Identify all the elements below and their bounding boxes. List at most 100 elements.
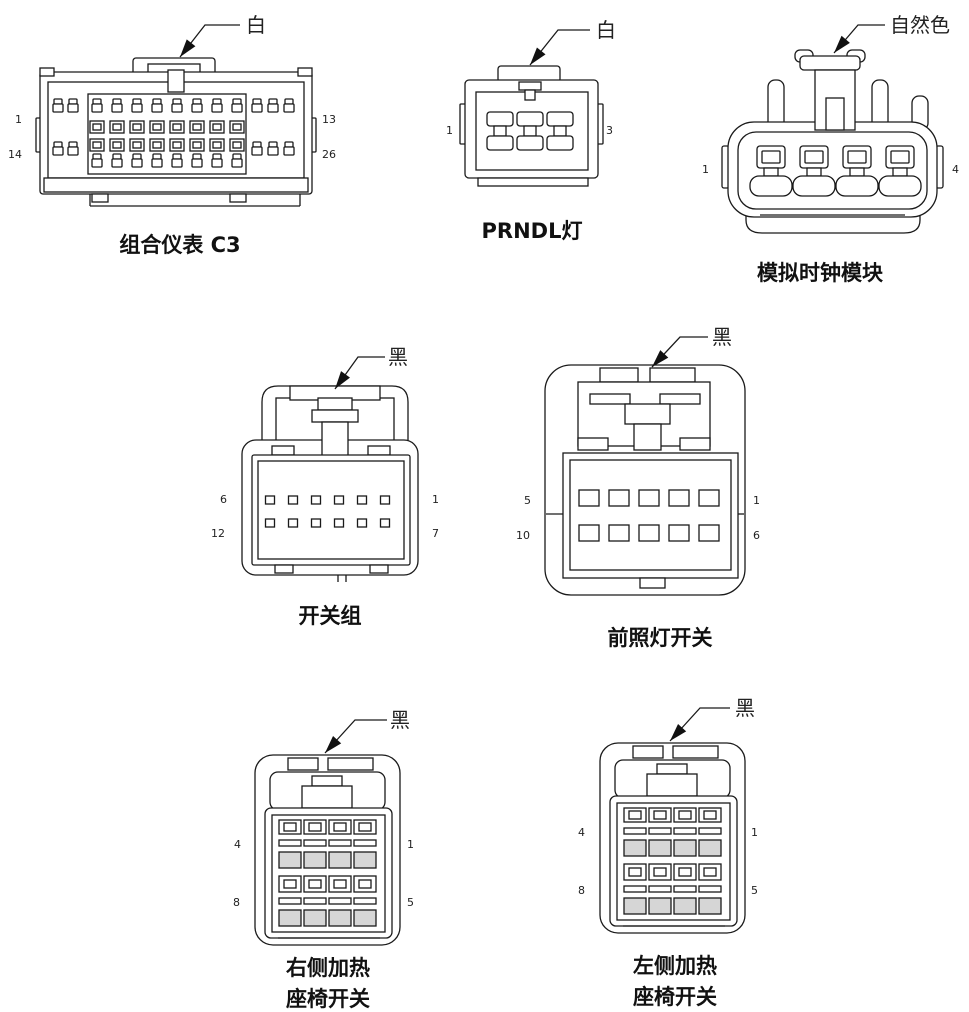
terminal-cavity <box>283 146 295 156</box>
pin-number-label: 8 <box>578 884 585 897</box>
pin-number-label: 4 <box>234 838 241 851</box>
terminal-cavity <box>303 851 327 869</box>
terminal-cavity <box>648 839 672 857</box>
lock-latch <box>311 775 343 787</box>
terminal-cavity <box>546 135 574 151</box>
pin-number-label: 13 <box>322 113 336 126</box>
lock-latch <box>518 81 542 91</box>
bottom-flange <box>43 177 309 193</box>
callout-arrowhead <box>670 723 687 741</box>
wire-color-label: 黑 <box>388 345 408 369</box>
terminal-cavity <box>268 141 278 148</box>
terminal-cavity <box>608 524 630 542</box>
latch-rib <box>589 393 631 405</box>
terminal-cavity <box>211 158 223 168</box>
terminal-cavity <box>132 141 142 149</box>
terminal-cavity <box>278 839 302 847</box>
terminal-cavity <box>252 141 262 148</box>
top-rib <box>649 367 696 383</box>
terminal-cavity <box>310 518 322 528</box>
terminal-cavity <box>698 839 722 857</box>
terminal-cavity <box>333 518 345 528</box>
pin-number-label: 5 <box>407 896 414 909</box>
terminal-cavity <box>91 103 103 113</box>
callout-arrowhead <box>335 371 350 389</box>
terminal-cavity <box>268 98 278 105</box>
wire-color-label: 白 <box>246 13 266 37</box>
terminal-cavity <box>358 822 372 832</box>
terminal-cavity <box>806 167 822 177</box>
corner-step <box>39 67 55 77</box>
terminal-cavity <box>264 518 276 528</box>
terminal-cavity <box>628 867 642 877</box>
connector-drawing <box>599 707 746 934</box>
terminal-cavity <box>623 827 647 835</box>
terminal-cavity <box>353 851 377 869</box>
mounting-foot <box>91 193 109 203</box>
cavity-frame <box>569 459 732 571</box>
lock-latch <box>656 763 688 775</box>
terminal-cavity <box>192 153 202 160</box>
terminal-cavity <box>308 879 322 889</box>
terminal-cavity <box>212 123 222 131</box>
terminal-cavity <box>310 495 322 505</box>
cavity-frame <box>257 460 405 560</box>
terminal-cavity <box>191 158 203 168</box>
terminal-cavity <box>131 158 143 168</box>
terminal-cavity <box>356 495 368 505</box>
terminal-cavity <box>192 123 202 131</box>
callout-arrowhead <box>834 35 850 53</box>
connector-caption-line: 左侧加热 <box>633 954 717 978</box>
pin-number-label: 3 <box>606 124 613 137</box>
latch-rib <box>659 393 701 405</box>
terminal-cavity <box>232 98 242 105</box>
terminal-cavity <box>132 123 142 131</box>
terminal-cavity <box>703 810 717 820</box>
terminal-cavity <box>92 153 102 160</box>
terminal-cavity <box>653 810 667 820</box>
terminal-cavity <box>698 489 720 507</box>
terminal-cavity <box>328 839 352 847</box>
terminal-cavity <box>668 489 690 507</box>
callout-leader-line <box>179 24 240 58</box>
side-tab <box>271 445 295 456</box>
terminal-cavity <box>353 897 377 905</box>
connector-drawing <box>544 336 746 596</box>
terminal-cavity <box>763 167 779 177</box>
terminal-cavity <box>835 175 879 197</box>
terminal-cavity <box>628 810 642 820</box>
terminal-cavity <box>278 851 302 869</box>
top-rib <box>327 757 374 771</box>
pin-number-label: 5 <box>524 494 531 507</box>
terminal-cavity <box>52 146 64 156</box>
bottom-tab <box>639 577 666 589</box>
connector-headlamp-switch: 黑 5 1 10 6 前照灯开关 <box>516 325 760 650</box>
bottom-flange <box>477 177 589 187</box>
terminal-cavity <box>212 98 222 105</box>
lock-latch <box>524 89 536 101</box>
pin-number-label: 8 <box>233 896 240 909</box>
terminal-cavity <box>287 495 299 505</box>
terminal-cavity <box>303 909 327 927</box>
pin-number-label: 12 <box>211 527 225 540</box>
terminal-cavity <box>847 150 867 164</box>
terminal-cavity <box>284 98 294 105</box>
terminal-cavity <box>231 103 243 113</box>
side-tab <box>367 445 391 456</box>
terminal-cavity <box>353 839 377 847</box>
pin-number-label: 6 <box>220 493 227 506</box>
top-rib <box>632 745 664 759</box>
terminal-cavity <box>192 98 202 105</box>
terminal-cavity <box>668 524 690 542</box>
terminal-cavity <box>673 839 697 857</box>
terminal-cavity <box>356 518 368 528</box>
terminal-cavity <box>53 141 63 148</box>
terminal-cavity <box>92 141 102 149</box>
terminal-cavity <box>68 98 78 105</box>
pin-number-label: 1 <box>446 124 453 137</box>
terminal-cavity <box>264 495 276 505</box>
wire-color-label: 白 <box>596 18 616 42</box>
terminal-cavity <box>623 897 647 915</box>
terminal-cavity <box>523 125 537 137</box>
